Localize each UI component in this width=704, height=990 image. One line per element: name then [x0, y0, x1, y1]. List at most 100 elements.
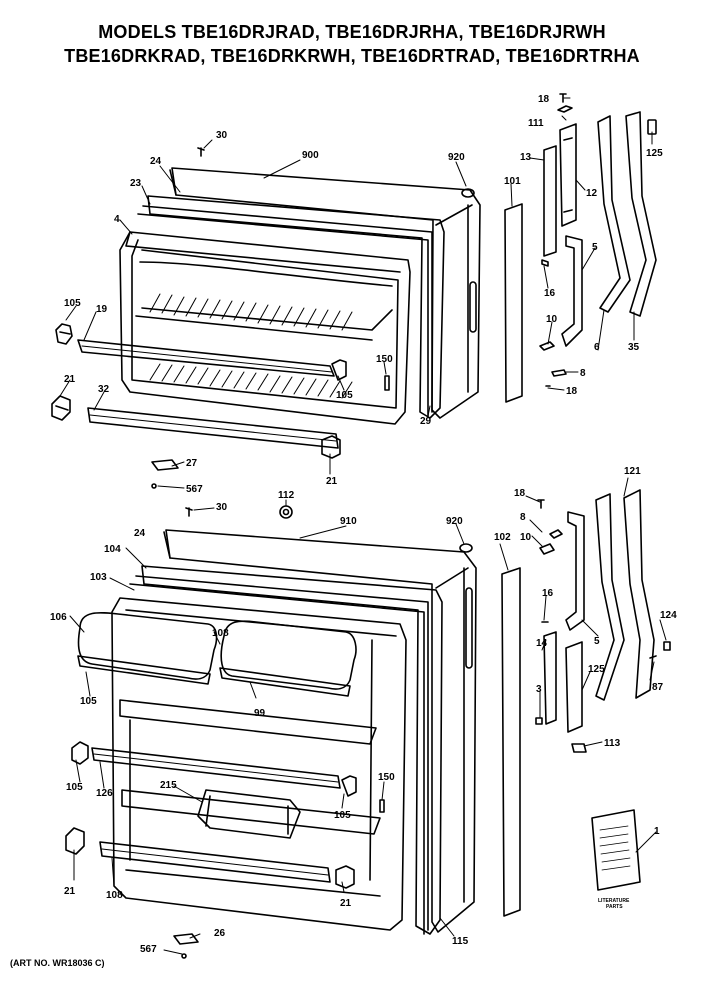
part-label: 99	[254, 708, 266, 719]
part-label: 8	[580, 368, 586, 379]
literature-label-1: LITERATURE	[598, 898, 630, 904]
hinge-12	[559, 123, 577, 227]
part-label: 19	[96, 304, 108, 315]
part-label: 10	[546, 314, 558, 325]
part-label: 6	[594, 342, 600, 353]
part-label: 106	[50, 612, 67, 623]
bin-215	[197, 789, 301, 839]
part-label: 108	[106, 890, 123, 901]
part-label: 5	[592, 242, 598, 253]
part-label: 126	[96, 788, 113, 799]
part-label: 102	[494, 532, 511, 543]
part-label: 26	[214, 928, 226, 939]
hinge-125-lower	[565, 641, 583, 733]
models-title-line-2: TBE16DRKRAD, TBE16DRKRWH, TBE16DRTRAD, T…	[64, 46, 640, 66]
hinge-5	[561, 235, 583, 347]
leader-lines	[59, 97, 667, 955]
part-label: 21	[64, 886, 76, 897]
part-label: 920	[446, 516, 463, 527]
plate-26	[173, 933, 199, 945]
part-label: 125	[646, 148, 663, 159]
part-label: 125	[588, 664, 605, 675]
hinge-cover-13	[543, 145, 557, 257]
models-title-line-1: MODELS TBE16DRJRAD, TBE16DRJRHA, TBE16DR…	[98, 22, 606, 42]
shelf-support-105-top	[55, 323, 73, 345]
part-label: 24	[150, 156, 162, 167]
gasket-strip-101	[504, 203, 523, 403]
part-label: 215	[160, 780, 177, 791]
part-label: 113	[604, 738, 621, 749]
freezer-door-liner	[119, 231, 411, 425]
part-label: 105	[80, 696, 97, 707]
fresh-food-handle-slot	[465, 587, 473, 669]
hinge-14	[543, 631, 557, 725]
part-label: 105	[336, 390, 353, 401]
part-label: 24	[134, 528, 146, 539]
part-label: 105	[64, 298, 81, 309]
part-label: 150	[376, 354, 393, 365]
part-label: 121	[624, 466, 641, 477]
part-label: 1	[654, 826, 660, 837]
part-label: 18	[566, 386, 578, 397]
part-label: 105	[66, 782, 83, 793]
part-label: 103	[90, 572, 107, 583]
part-label: 920	[448, 152, 465, 163]
hinge-bracket-35	[625, 111, 657, 317]
part-label: 124	[660, 610, 677, 621]
dairy-bin-left	[77, 612, 218, 680]
literature-label-2: PARTS	[606, 904, 623, 910]
freezer-shelf-bar	[77, 339, 335, 377]
fresh-food-door-assembly	[65, 507, 477, 959]
part-label: 12	[586, 188, 598, 199]
literature-parts-booklet	[591, 809, 641, 891]
fresh-food-gasket	[141, 565, 443, 935]
part-label: 4	[114, 214, 120, 225]
part-label: 111	[528, 118, 544, 129]
part-label: 87	[652, 682, 664, 693]
part-label: 10	[520, 532, 532, 543]
part-label: 21	[64, 374, 76, 385]
freezer-lower-shelf-bar	[87, 407, 339, 449]
part-label: 30	[216, 502, 228, 513]
part-label: 910	[340, 516, 357, 527]
dairy-bin-right	[220, 620, 357, 690]
freezer-outer-door	[171, 167, 481, 419]
fresh-food-shelf-108	[99, 841, 331, 883]
part-label: 27	[186, 458, 198, 469]
freezer-hinge-assembly	[504, 93, 657, 403]
freezer-door-assembly	[51, 147, 481, 519]
part-label: 16	[542, 588, 554, 599]
part-label: 8	[520, 512, 526, 523]
part-label: 21	[340, 898, 352, 909]
shelf-support-21-top	[51, 395, 71, 421]
art-number: (ART NO. WR18036 C)	[10, 958, 105, 968]
fresh-food-door-liner	[111, 597, 407, 931]
hinge-bracket-6	[597, 115, 631, 313]
fresh-food-hinge-assembly: LITERATURE PARTS	[501, 489, 671, 917]
plate-27	[151, 459, 179, 471]
part-label: 108	[212, 628, 229, 639]
part-label: 104	[104, 544, 121, 555]
fresh-food-outer-door	[165, 529, 477, 933]
part-label: 101	[504, 176, 521, 187]
part-label: 900	[302, 150, 319, 161]
fresh-food-shelf-126	[91, 747, 341, 789]
part-label: 567	[140, 944, 157, 955]
freezer-gasket	[147, 195, 445, 419]
part-label: 14	[536, 638, 548, 649]
freezer-handle-slot	[469, 281, 477, 333]
part-label: 18	[538, 94, 550, 105]
part-label: 13	[520, 152, 532, 163]
part-number-labels: 30 24 900 920 23 4 105 19 21 32 150 105 …	[50, 94, 677, 955]
part-label: 30	[216, 130, 228, 141]
part-label: 105	[334, 810, 351, 821]
part-label: 112	[278, 490, 295, 501]
hinge-5-lower	[565, 511, 585, 631]
part-label: 567	[186, 484, 203, 495]
part-label: 29	[420, 416, 432, 427]
part-label: 115	[452, 936, 469, 947]
hinge-bracket-121	[595, 493, 625, 701]
part-label: 32	[98, 384, 110, 395]
part-label: 16	[544, 288, 556, 299]
